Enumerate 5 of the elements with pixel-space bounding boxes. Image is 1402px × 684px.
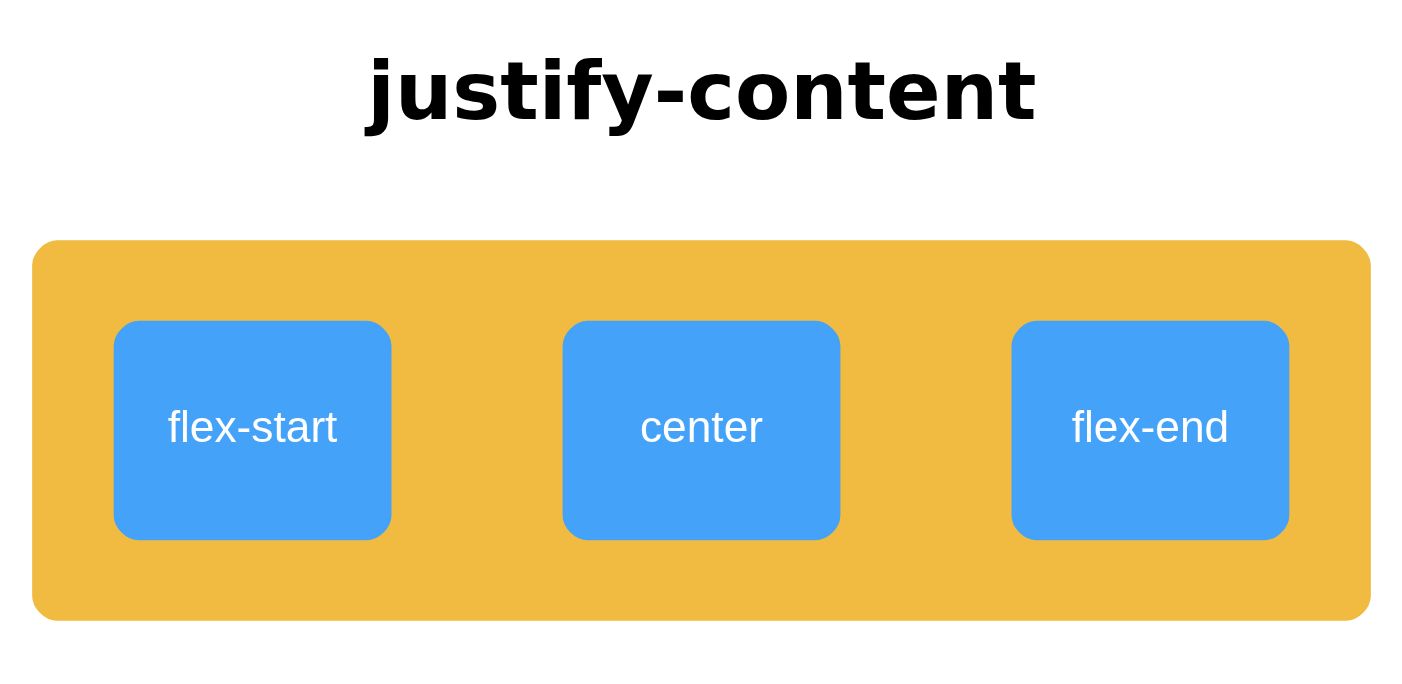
node-box: flex-start — [113, 320, 391, 541]
diagram-title: justify-content — [366, 43, 1036, 138]
node-box: flex-end — [1011, 320, 1289, 541]
cluster — [31, 240, 1371, 621]
node-box: center — [562, 320, 840, 541]
